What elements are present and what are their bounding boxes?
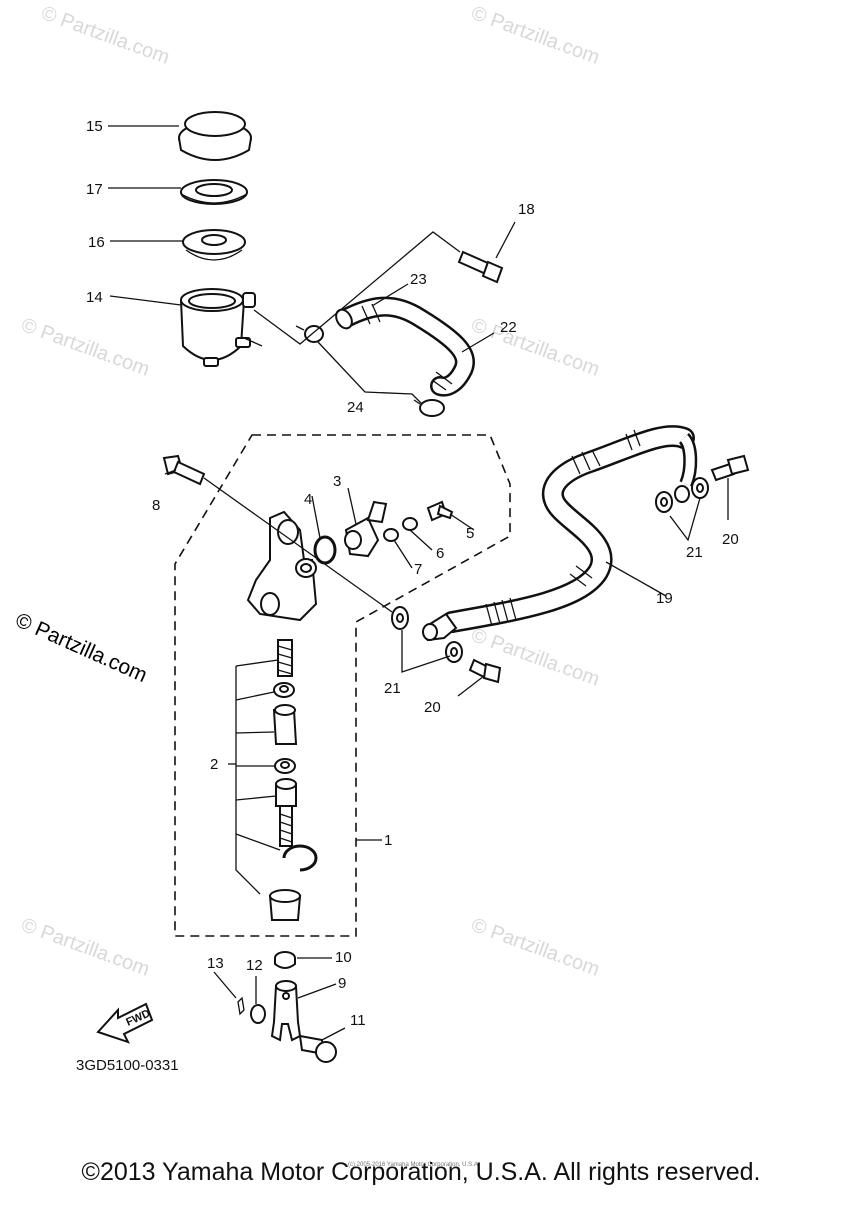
micro-copyright: (c) 2005-2016 Yamaha Motor Corporation, … — [348, 1162, 480, 1168]
screw-5 — [426, 500, 454, 522]
callout-21-lower: 21 — [384, 680, 401, 697]
callout-14: 14 — [86, 289, 103, 306]
watermark: © Partzilla.com — [468, 914, 602, 981]
callout-1: 1 — [384, 832, 392, 849]
watermark: © Partzilla.com — [468, 2, 602, 69]
hose-clamp-upper — [295, 325, 324, 343]
bolt-18 — [457, 250, 504, 284]
callout-10: 10 — [335, 949, 352, 966]
assembly-outline — [174, 434, 511, 937]
watermark: © Partzilla.com — [18, 914, 152, 981]
cotter-pin — [237, 996, 245, 1016]
callout-12: 12 — [246, 957, 263, 974]
side-watermark: © Partzilla.com — [12, 609, 151, 688]
callout-21-upper: 21 — [686, 544, 703, 561]
reservoir-cap — [178, 111, 252, 161]
locknut — [274, 951, 296, 969]
callout-3: 3 — [333, 473, 341, 490]
fwd-arrow-icon: FWD — [96, 1002, 154, 1044]
piston-kit — [268, 639, 318, 921]
callout-20-upper: 20 — [722, 531, 739, 548]
diaphragm — [182, 229, 246, 261]
callout-22: 22 — [500, 319, 517, 336]
copyright-footer: ©2013 Yamaha Motor Corporation, U.S.A. A… — [81, 1158, 761, 1186]
diaphragm-plate — [180, 179, 248, 205]
watermark: © Partzilla.com — [18, 314, 152, 381]
reservoir-hose — [335, 296, 475, 397]
callout-4: 4 — [304, 491, 312, 508]
callout-23: 23 — [410, 271, 427, 288]
diagram-code: 3GD5100-0331 — [76, 1057, 179, 1074]
watermark: © Partzilla.com — [468, 624, 602, 691]
callout-15: 15 — [86, 118, 103, 135]
callout-13: 13 — [207, 955, 224, 972]
o-ring — [313, 535, 337, 565]
clevis-pin — [298, 1034, 337, 1063]
washer-12 — [250, 1004, 266, 1024]
master-cylinder-body — [246, 510, 318, 622]
callout-7: 7 — [414, 561, 422, 578]
callout-8: 8 — [152, 497, 160, 514]
brake-hose — [422, 425, 698, 642]
callout-18: 18 — [518, 201, 535, 218]
watermark: © Partzilla.com — [468, 314, 602, 381]
callout-6: 6 — [436, 545, 444, 562]
callout-17: 17 — [86, 181, 103, 198]
hose-union — [344, 500, 388, 558]
callout-16: 16 — [88, 234, 105, 251]
clevis — [270, 980, 302, 1042]
washer-7 — [383, 528, 399, 542]
washer-6 — [402, 517, 418, 531]
union-bolt-20-upper — [710, 454, 750, 482]
union-bolt-20-lower — [468, 658, 502, 684]
callout-11: 11 — [350, 1012, 366, 1029]
reservoir-tank — [180, 288, 256, 367]
callout-19: 19 — [656, 590, 673, 607]
hose-clamp-lower — [413, 399, 445, 417]
callout-5: 5 — [466, 525, 474, 542]
callout-9: 9 — [338, 975, 346, 992]
bolt-8 — [162, 454, 206, 486]
callout-labels: 15 17 16 14 18 23 22 24 3 4 8 5 6 7 21 2… — [86, 118, 739, 1029]
callout-2: 2 — [210, 756, 218, 773]
watermark: © Partzilla.com — [38, 2, 172, 69]
callout-20-lower: 20 — [424, 699, 441, 716]
callout-24: 24 — [347, 399, 364, 416]
